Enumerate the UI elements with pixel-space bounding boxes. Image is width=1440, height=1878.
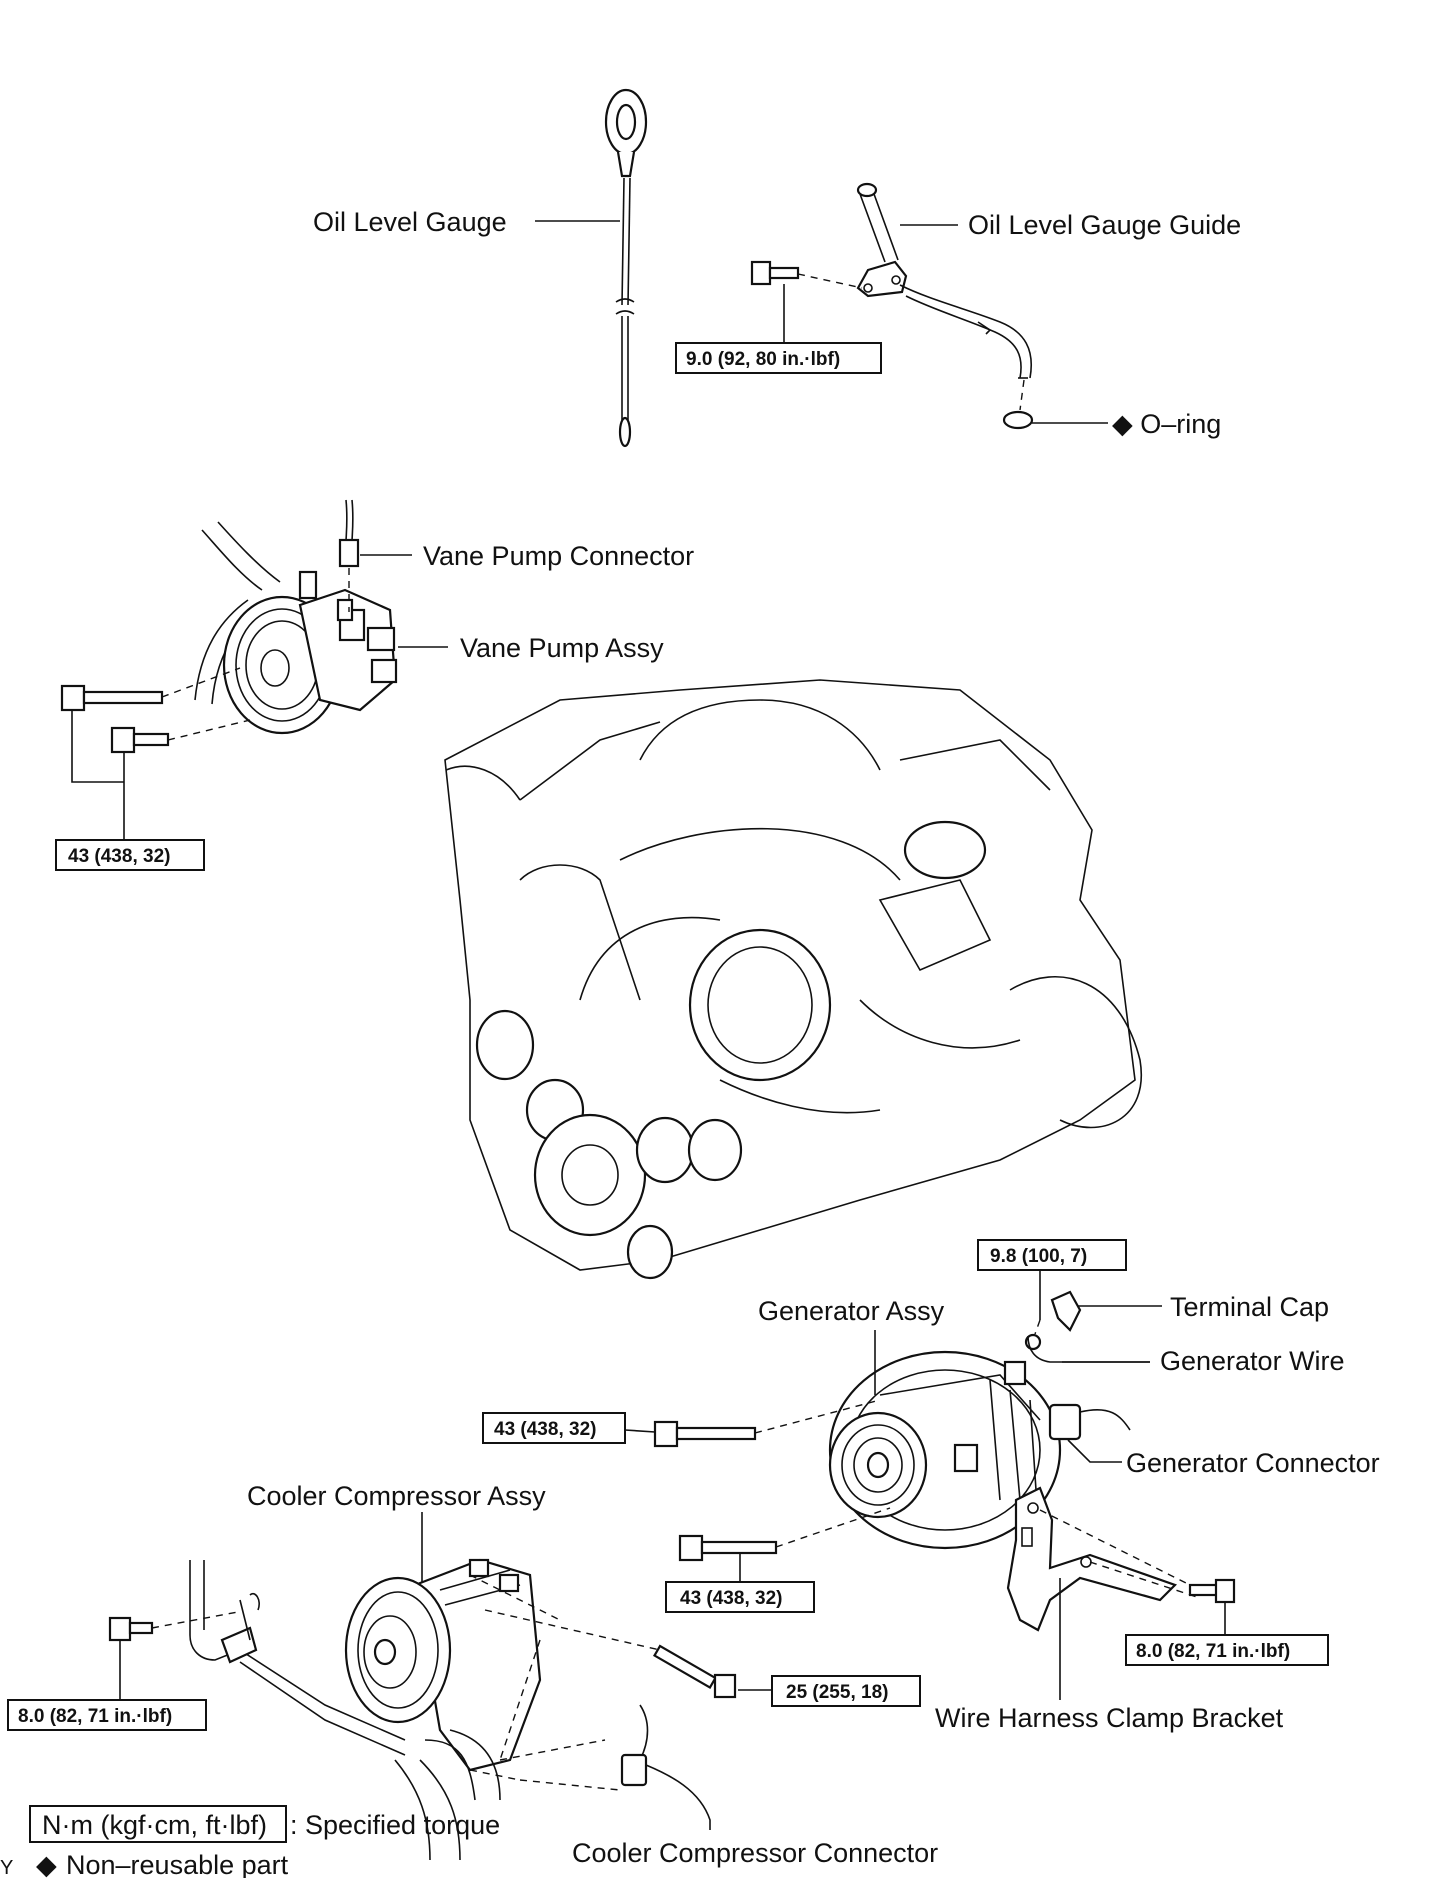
generator-lower-bolt-icon (678, 1534, 778, 1562)
cooler-compressor-connector-icon (620, 1704, 649, 1787)
legend-unit-box (29, 1805, 287, 1843)
bracket-bolt-icon (1188, 1578, 1236, 1604)
engine-block-drawing (444, 679, 1143, 1280)
oil-guide-bolt-torque: 9.0 (92, 80 in.·lbf) (686, 349, 840, 370)
compressor-bolt-torque: 25 (255, 18) (786, 1682, 888, 1703)
generator-wire-nut-torque: 9.8 (100, 7) (990, 1246, 1087, 1267)
pipe-clamp-bolt-torque: 8.0 (82, 71 in.·lbf) (18, 1706, 172, 1727)
oil-level-gauge-label: Oil Level Gauge (313, 207, 507, 237)
cooler-compressor-assy-label: Cooler Compressor Assy (247, 1481, 546, 1511)
generator-drawing (828, 1350, 1062, 1550)
legend-unit-text: N·m (kgf·cm, ft·lbf) (42, 1810, 267, 1840)
oil-level-gauge-drawing (604, 88, 648, 448)
generator-lower-bolt-torque-box (665, 1581, 815, 1613)
wire-harness-clamp-bracket-label: Wire Harness Clamp Bracket (935, 1703, 1284, 1733)
oil-guide-bolt-torque-box (675, 342, 882, 374)
vane-pump-drawing (194, 521, 398, 735)
generator-wire-label: Generator Wire (1160, 1346, 1345, 1376)
terminal-cap-icon (1050, 1290, 1082, 1332)
compressor-bolt-icon (652, 1644, 737, 1699)
generator-upper-bolt-torque-box (482, 1412, 626, 1444)
oil-guide-bolt-icon (750, 260, 800, 286)
legend-unit-description: : Specified torque (290, 1810, 500, 1840)
legend-non-reusable-label: Non–reusable part (66, 1850, 289, 1878)
generator-lower-bolt-torque: 43 (438, 32) (680, 1588, 782, 1609)
generator-assy-label: Generator Assy (758, 1296, 945, 1326)
legend-diamond-icon: ◆ (36, 1850, 57, 1878)
bracket-bolt-torque-box (1125, 1634, 1329, 1666)
vane-pump-connector-label: Vane Pump Connector (423, 541, 694, 571)
generator-connector-label: Generator Connector (1126, 1448, 1380, 1478)
pipe-clamp-bolt-torque-box (7, 1699, 207, 1731)
o-ring-label: ◆ O–ring (1112, 409, 1221, 439)
vane-pump-bolt-torque-box (55, 839, 205, 871)
bracket-bolt-torque: 8.0 (82, 71 in.·lbf) (1136, 1641, 1290, 1662)
vane-pump-connector-drawing (338, 499, 360, 612)
wire-harness-clamp-bracket-drawing (1006, 1486, 1178, 1632)
terminal-cap-label: Terminal Cap (1170, 1292, 1329, 1322)
generator-upper-bolt-torque: 43 (438, 32) (494, 1419, 596, 1440)
o-ring-icon (1002, 410, 1034, 430)
pipe-clamp-bolt-icon (108, 1616, 154, 1642)
cooler-compressor-connector-label: Cooler Compressor Connector (572, 1838, 938, 1868)
generator-wire-icon (1027, 1335, 1150, 1363)
oil-level-gauge-guide-label: Oil Level Gauge Guide (968, 210, 1241, 240)
compressor-bolt-torque-box (771, 1675, 921, 1707)
cooler-compressor-drawing (344, 1558, 542, 1861)
oil-level-gauge-guide-drawing (856, 182, 1032, 379)
vane-pump-bolt-torque: 43 (438, 32) (68, 846, 170, 867)
vane-pump-assy-label: Vane Pump Assy (460, 633, 664, 663)
legend-margin-mark: Y (0, 1857, 13, 1878)
vane-pump-bolt-upper-icon (60, 684, 164, 712)
vane-pump-bolt-lower-icon (110, 726, 170, 754)
generator-wire-nut-torque-box (977, 1239, 1127, 1271)
generator-connector-icon (1048, 1403, 1131, 1441)
generator-upper-bolt-icon (653, 1420, 757, 1448)
